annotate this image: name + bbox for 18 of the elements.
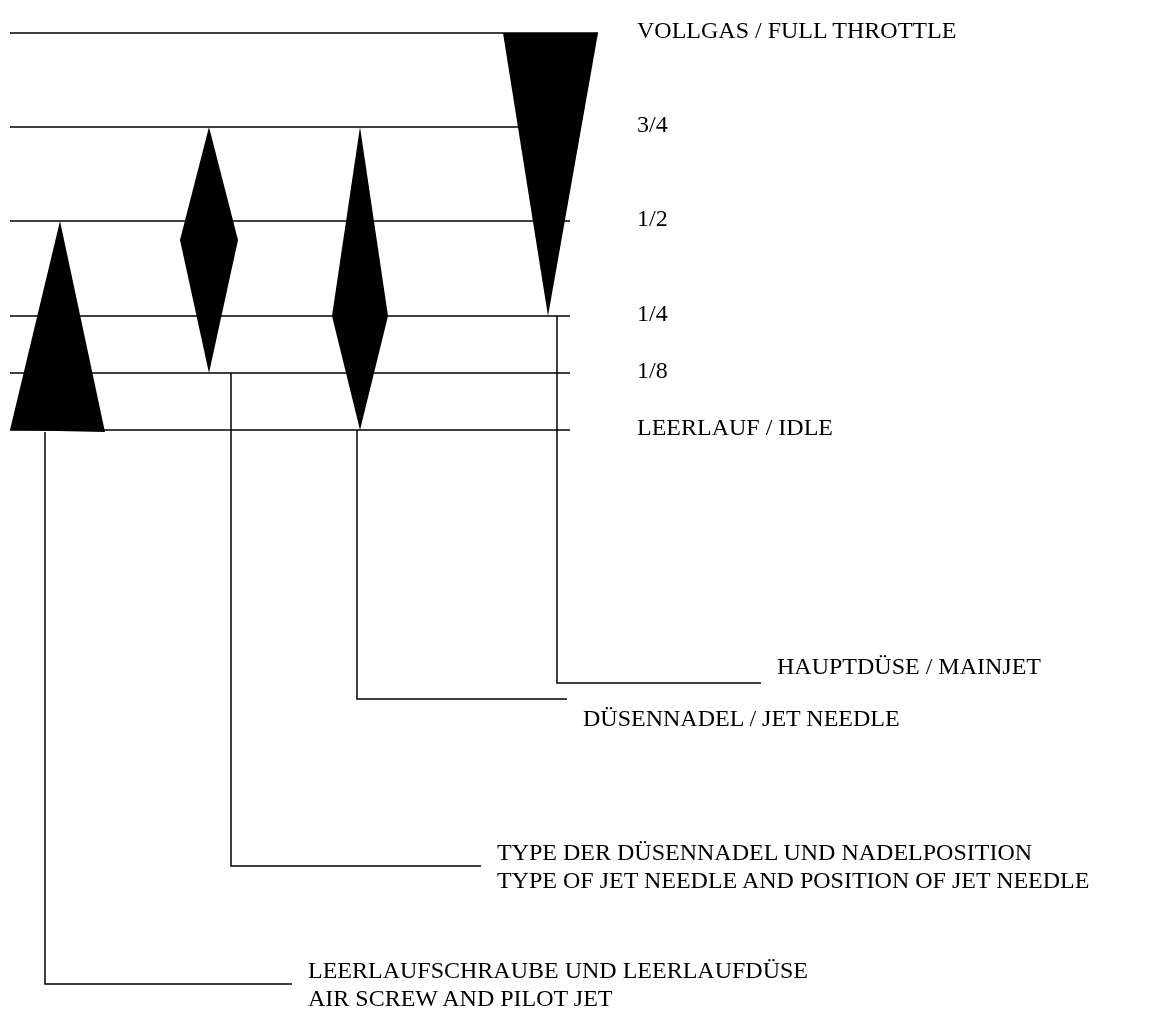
leader-line bbox=[44, 431, 293, 985]
leader-line bbox=[556, 315, 762, 684]
level-label: 1/4 bbox=[637, 299, 668, 327]
callout-text: DÜSENNADEL / JET NEEDLE bbox=[583, 704, 900, 732]
triangle-marker bbox=[10, 221, 105, 432]
level-label: VOLLGAS / FULL THROTTLE bbox=[637, 16, 957, 44]
diamond-marker bbox=[332, 127, 388, 430]
callout-text: HAUPTDÜSE / MAINJET bbox=[777, 652, 1041, 680]
level-label: 1/2 bbox=[637, 204, 668, 232]
leader-line bbox=[356, 429, 568, 700]
level-label: 3/4 bbox=[637, 110, 668, 138]
level-label: LEERLAUF / IDLE bbox=[637, 413, 833, 441]
callout-text: TYPE DER DÜSENNADEL UND NADELPOSITION TYPE OF JET NEEDLE AND POSITION OF JET NEEDLE bbox=[497, 838, 1090, 894]
callout-text: LEERLAUFSCHRAUBE UND LEERLAUFDÜSE AIR SCREW AND PILOT JET bbox=[308, 956, 808, 1012]
level-label: 1/8 bbox=[637, 356, 668, 384]
diamond-marker bbox=[180, 127, 238, 373]
leader-line bbox=[230, 372, 482, 867]
triangle-marker bbox=[503, 33, 598, 316]
